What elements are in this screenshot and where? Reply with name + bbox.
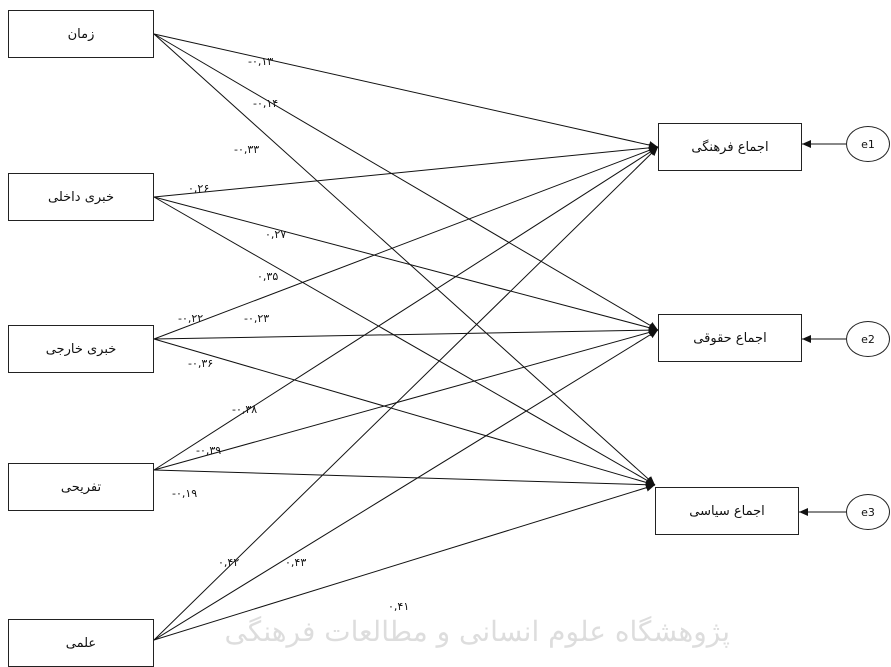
path-coefficient-label: -۰,۱۴	[253, 97, 279, 110]
predictor-label-domestic-news: خبری داخلی	[47, 189, 114, 205]
path-arrow-p5-o3	[153, 483, 656, 641]
predictor-label-entertainment: تفریحی	[60, 479, 102, 495]
predictor-box-domestic-news: خبری داخلی	[8, 173, 154, 221]
path-coefficient-label: ۰,۲۷	[265, 228, 287, 241]
path-arrow-p2-o2	[153, 196, 659, 332]
outcome-label-legal-consensus: اجماع حقوقی	[693, 330, 767, 346]
path-coefficient-label: -۰,۱۹	[172, 487, 198, 500]
path-coefficient-label: ۰,۴۲	[218, 556, 240, 569]
path-coefficient-label: -۰,۳۸	[232, 403, 258, 416]
path-arrow-p3-o1	[153, 146, 659, 340]
path-coefficient-label: ۰,۲۶	[188, 182, 210, 195]
path-coefficient-label: ۰,۴۱	[388, 600, 410, 613]
outcome-box-cultural-consensus: اجماع فرهنگی	[658, 123, 802, 171]
outcome-box-political-consensus: اجماع سیاسی	[655, 487, 799, 535]
predictor-box-time: زمان	[8, 10, 154, 58]
path-coefficient-label: -۰,۲۳	[244, 312, 270, 325]
path-coefficient-label: -۰,۱۳	[248, 55, 274, 68]
error-term-e1: e1	[846, 126, 890, 162]
path-coefficient-label: -۰,۳۶	[188, 357, 214, 370]
predictor-label-science: علمی	[65, 635, 97, 651]
watermark-text: پژوهشگاه علوم انسانی و مطالعات فرهنگی	[224, 615, 730, 648]
path-arrow-p4-o1	[153, 146, 659, 471]
path-coefficient-label: -۰,۳۳	[234, 143, 260, 156]
outcome-label-cultural-consensus: اجماع فرهنگی	[691, 139, 769, 155]
path-arrow-p2-o3	[153, 196, 656, 486]
error-label-e3: e3	[861, 505, 875, 519]
path-arrow-p1-o2	[153, 33, 659, 331]
error-label-e1: e1	[861, 137, 875, 151]
error-label-e2: e2	[861, 332, 875, 346]
path-arrow-p3-o3	[153, 338, 656, 487]
path-arrow-p1-o3	[153, 33, 656, 486]
predictor-label-foreign-news: خبری خارجی	[45, 341, 117, 357]
path-arrow-p4-o2	[153, 328, 659, 471]
path-coefficient-label: ۰,۳۵	[257, 270, 279, 283]
path-arrow-p5-o2	[153, 329, 659, 641]
error-term-e2: e2	[846, 321, 890, 357]
path-arrow-p2-o1	[153, 143, 659, 198]
path-arrow-p4-o3	[153, 469, 656, 489]
predictor-box-science: علمی	[8, 619, 154, 667]
path-arrow-p1-o1	[153, 33, 659, 149]
path-coefficient-label: -۰,۳۹	[196, 444, 222, 457]
outcome-box-legal-consensus: اجماع حقوقی	[658, 314, 802, 362]
path-coefficient-label: ۰,۴۳	[285, 556, 307, 569]
path-arrow-p3-o2	[153, 326, 659, 340]
error-term-e3: e3	[846, 494, 890, 530]
predictor-box-foreign-news: خبری خارجی	[8, 325, 154, 373]
path-coefficient-label: -۰,۲۲	[178, 312, 204, 325]
predictor-label-time: زمان	[67, 26, 95, 42]
path-arrow-p5-o1	[153, 146, 659, 641]
outcome-label-political-consensus: اجماع سیاسی	[689, 503, 765, 519]
predictor-box-entertainment: تفریحی	[8, 463, 154, 511]
